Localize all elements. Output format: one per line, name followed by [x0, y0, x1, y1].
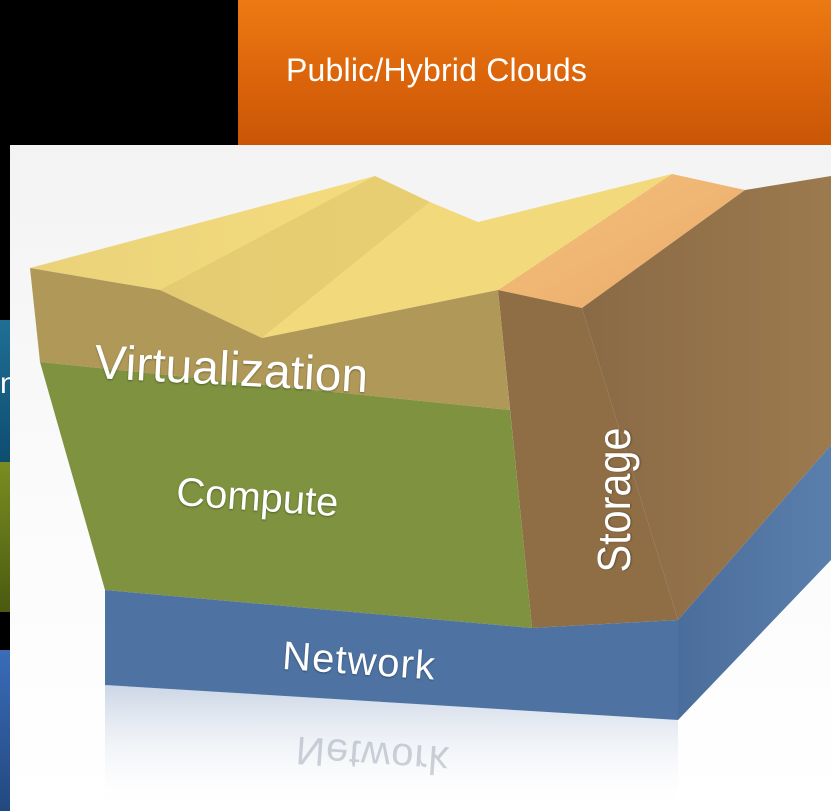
storage-face	[498, 290, 678, 628]
compute-face	[40, 362, 532, 628]
cube-reflection	[105, 685, 678, 811]
cube-top-groove	[160, 176, 430, 338]
header-banner: Public/Hybrid Clouds	[238, 0, 831, 145]
cube-top-middle	[262, 174, 672, 338]
network-face	[105, 590, 678, 720]
storage-label: Storage	[588, 427, 640, 573]
cube-right-face	[582, 176, 831, 620]
header-title: Public/Hybrid Clouds	[286, 52, 588, 88]
network-right-face	[678, 445, 831, 720]
cube-top-right	[498, 174, 745, 308]
virtualization-face	[30, 268, 510, 410]
